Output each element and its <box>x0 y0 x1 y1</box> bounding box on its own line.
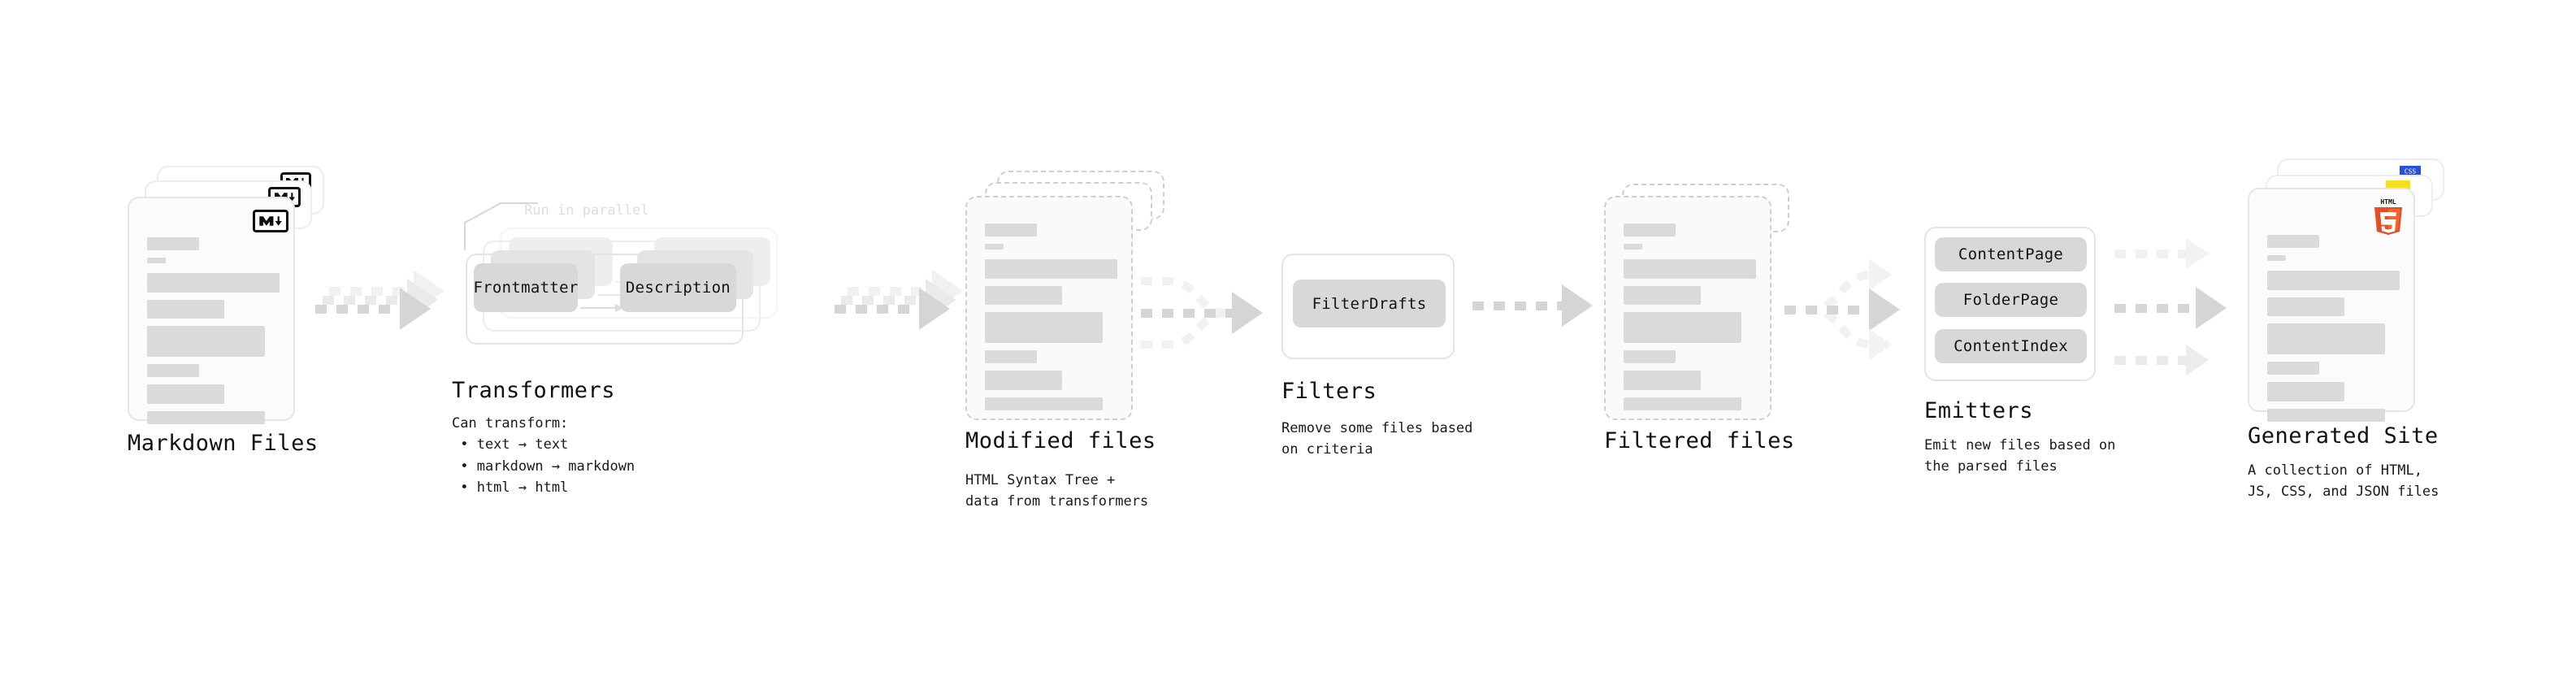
svg-text:HTML: HTML <box>2380 198 2396 206</box>
markdown-card-front <box>128 197 295 424</box>
emitters-chip-contentindex: ContentIndex <box>1935 329 2087 363</box>
stage-subtitle-emitters: Emit new files based on the parsed files <box>1924 437 2116 475</box>
filters-chip-filterdrafts-label: FilterDrafts <box>1312 294 1427 313</box>
stage-title-markdown-files: Markdown Files <box>128 431 319 456</box>
filters-chip-filterdrafts: FilterDrafts <box>1293 280 1446 327</box>
modified-card-lines <box>985 223 1117 418</box>
emitters-chip-contentpage-label: ContentPage <box>1958 245 2064 263</box>
markdown-card-lines <box>147 237 280 432</box>
stage-title-filters: Filters <box>1281 379 1377 404</box>
stage-title-emitters: Emitters <box>1924 398 2034 423</box>
stage-subtitle-transformers: Can transform: • text → text • markdown … <box>452 415 635 497</box>
svg-text:CSS: CSS <box>2405 168 2417 176</box>
stage-title-filtered-files: Filtered files <box>1604 428 1795 453</box>
filtered-card-front <box>1604 196 1772 420</box>
stage-title-generated-site: Generated Site <box>2248 423 2439 449</box>
transformer-box-front <box>466 254 744 345</box>
transformer-inner-arrow-front <box>580 303 626 313</box>
emitters-chip-folderpage: FolderPage <box>1935 283 2087 317</box>
html5-icon: HTML <box>2374 198 2402 235</box>
filtered-card-lines <box>1624 223 1756 418</box>
site-card-html: HTML <box>2248 188 2415 422</box>
emitters-chip-contentindex-label: ContentIndex <box>1954 337 2068 355</box>
stage-title-transformers: Transformers <box>452 378 616 403</box>
stage-title-modified-files: Modified files <box>965 428 1156 453</box>
transformer-chip-description: Description <box>620 263 736 312</box>
site-card-lines <box>2267 235 2400 429</box>
run-in-parallel-label: Run in parallel <box>524 202 649 219</box>
stage-subtitle-generated-site: A collection of HTML, JS, CSS, and JSON … <box>2248 462 2439 501</box>
run-in-parallel-bracket <box>464 202 538 250</box>
modified-card-front <box>965 196 1133 420</box>
stage-subtitle-modified-files: HTML Syntax Tree + data from transformer… <box>965 472 1149 510</box>
emitters-chip-contentpage: ContentPage <box>1935 237 2087 271</box>
emitters-chip-folderpage-label: FolderPage <box>1962 291 2059 309</box>
transformer-chip-frontmatter-label: Frontmatter <box>473 279 579 297</box>
markdown-icon <box>253 210 288 232</box>
stage-subtitle-filters: Remove some files based on criteria <box>1281 420 1473 458</box>
transformer-chip-frontmatter: Frontmatter <box>473 263 579 312</box>
transformer-chip-description-label: Description <box>625 279 731 297</box>
